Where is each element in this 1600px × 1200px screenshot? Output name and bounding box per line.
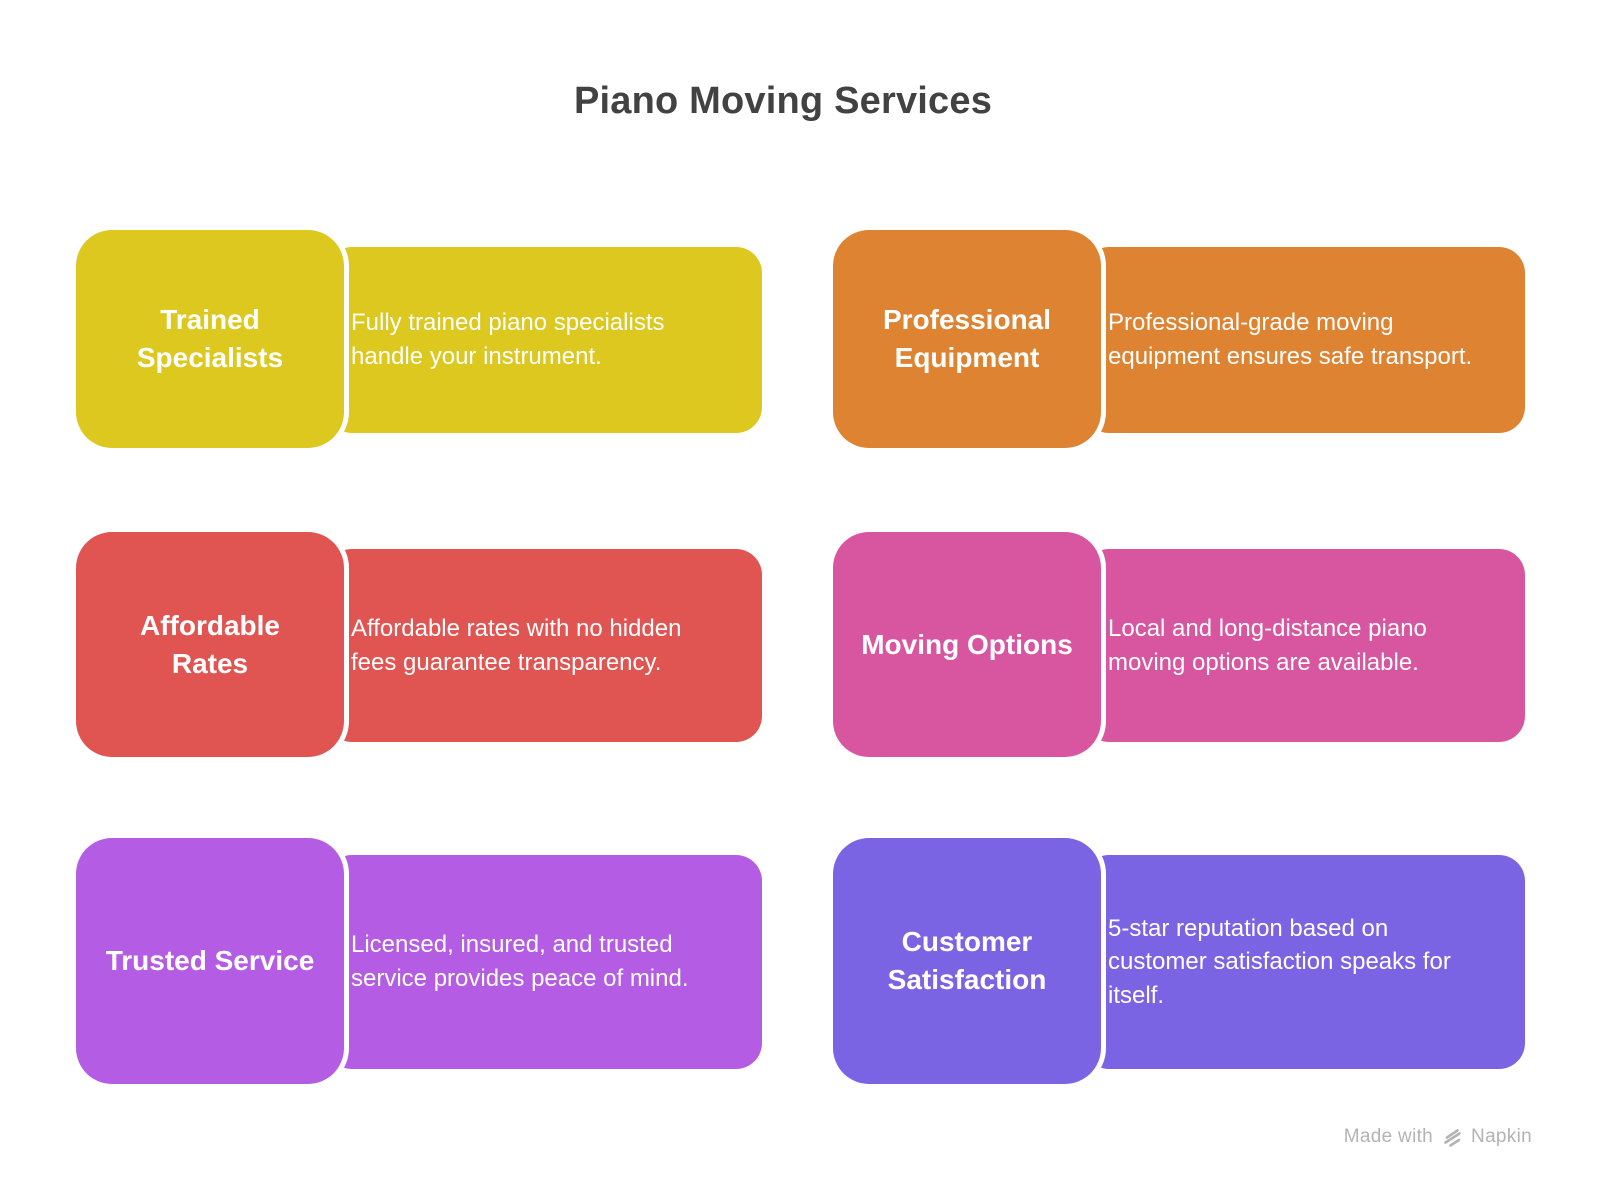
card-title: Professional Equipment bbox=[833, 230, 1101, 448]
card-description: 5-star reputation based on customer sati… bbox=[1083, 855, 1525, 1069]
card-description: Licensed, insured, and trusted service p… bbox=[326, 855, 762, 1069]
page-title: Piano Moving Services bbox=[573, 80, 993, 122]
card-description: Fully trained piano specialists handle y… bbox=[326, 247, 762, 433]
card-professional-equipment: Professional-grade moving equipment ensu… bbox=[833, 230, 1525, 448]
card-title: Trusted Service bbox=[76, 838, 344, 1084]
card-title: Customer Satisfaction bbox=[833, 838, 1101, 1084]
made-with-napkin-watermark[interactable]: Made with Napkin bbox=[1344, 1126, 1532, 1148]
watermark-prefix: Made with bbox=[1343, 1126, 1434, 1147]
napkin-logo-icon bbox=[1441, 1126, 1463, 1148]
card-description: Local and long-distance piano moving opt… bbox=[1083, 549, 1525, 742]
card-description: Affordable rates with no hidden fees gua… bbox=[326, 549, 762, 742]
card-trusted-service: Licensed, insured, and trusted service p… bbox=[76, 838, 762, 1084]
card-title: Moving Options bbox=[833, 532, 1101, 757]
card-title: Trained Specialists bbox=[76, 230, 344, 448]
card-moving-options: Local and long-distance piano moving opt… bbox=[833, 532, 1525, 757]
watermark-brand: Napkin bbox=[1471, 1126, 1532, 1147]
card-affordable-rates: Affordable rates with no hidden fees gua… bbox=[76, 532, 762, 757]
card-description: Professional-grade moving equipment ensu… bbox=[1083, 247, 1525, 433]
card-customer-satisfaction: 5-star reputation based on customer sati… bbox=[833, 838, 1525, 1084]
card-title: Affordable Rates bbox=[76, 532, 344, 757]
card-trained-specialists: Fully trained piano specialists handle y… bbox=[76, 230, 762, 448]
